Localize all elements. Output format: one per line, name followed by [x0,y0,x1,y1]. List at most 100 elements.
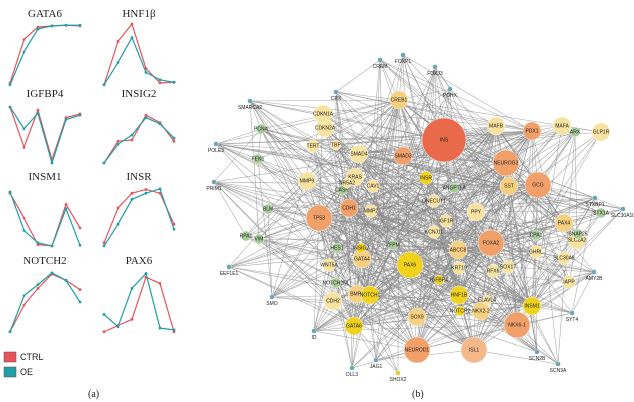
node-ghrl[interactable]: GHRL [529,245,543,259]
node-neurog3[interactable]: NEUROG3 [492,149,520,177]
node-blm[interactable]: BLM [262,203,274,215]
node-rfx6[interactable]: RFX6 [486,264,500,278]
node-snap25[interactable]: SNAP25 [568,228,588,240]
node-angptl8[interactable]: ANGPTL8 [443,182,466,194]
network-edge [312,145,353,369]
node-cdh2[interactable]: CDH2 [323,291,343,311]
node-cav1[interactable]: CAV1 [366,179,380,193]
node-mmp2[interactable]: MMP2 [364,204,379,218]
node-scn3a[interactable]: SCN3A [550,361,567,375]
gene-plot-title: INSR [126,171,152,183]
network-edge [348,207,394,246]
oe-line [9,24,80,85]
node-igf1r[interactable]: IGF1R [439,214,454,228]
node-rpa1[interactable]: RPA1 [240,230,253,242]
node-sox9[interactable]: SOX9 [407,307,427,327]
node-slc30a8[interactable]: SLC30A8 [553,251,575,265]
network-edge [260,128,533,307]
node-sst[interactable]: SST [499,176,519,196]
node-nkx2-2[interactable]: NKX2-2 [471,301,491,321]
node-mafa[interactable]: MAFA [552,116,572,136]
node-kcnj11[interactable]: KCNJ11 [425,225,443,239]
node-neurod1[interactable]: NEUROD1 [403,336,431,364]
node-insr[interactable]: INSR [419,171,433,185]
node-crx[interactable]: CRX [331,89,342,103]
node-cdh1[interactable]: CDH1 [339,198,359,218]
node-mafb[interactable]: MAFB [486,116,506,136]
node-eef1e1[interactable]: EEF1E1 [220,264,239,278]
node-hnf1b[interactable]: HNF1B [449,285,469,305]
gene-plot-6: INSR [102,171,176,248]
node-id[interactable]: ID [311,328,317,342]
node-smad3[interactable]: SMAD3 [393,146,413,166]
node-krt19[interactable]: KRT19 [451,261,467,275]
node-abcc8[interactable]: ABCC8 [448,240,468,260]
ctrl-point [64,202,68,206]
node-insig2[interactable]: INSIG2 [353,242,370,254]
network-edge [358,153,435,233]
node-pax4[interactable]: PAX4 [554,213,574,233]
node-foxa2[interactable]: FOXA2 [477,229,505,257]
node-label: GATA4 [354,257,370,263]
node-shox2[interactable]: SHOX2 [390,370,407,384]
node-smad4[interactable]: SMAD4 [349,144,369,164]
node-smarca2[interactable]: SMARCA2 [238,98,262,112]
node-amy2b[interactable]: AMY2B [586,269,604,283]
node-gcg[interactable]: GCG [524,171,552,199]
node-insm1[interactable]: INSM1 [522,296,542,316]
network-edge [473,251,537,351]
node-pdhx[interactable]: PDHX [443,86,458,100]
node-notch1[interactable]: NOTCH1 [360,285,381,305]
node-notch2[interactable]: NOTCH2 [450,305,471,317]
node-arx[interactable]: ARX [569,126,581,138]
node-iapp[interactable]: IAPP [562,275,576,289]
node-tbp[interactable]: TBP [330,139,342,151]
node-onecut1[interactable]: ONECUT1 [422,194,446,208]
node-stx1a[interactable]: STX1A [593,207,610,219]
node-pole3[interactable]: POLE3 [208,141,224,155]
node-stxbp1[interactable]: STXBP1 [585,195,605,209]
node-wnt5a[interactable]: WNT5A [320,258,338,272]
node-sox17[interactable]: SOX17 [500,260,516,274]
node-tp53[interactable]: TP53 [305,204,333,232]
node-foxj3[interactable]: FOXJ3 [427,64,443,78]
node-zfpm[interactable]: ZFPM [386,239,400,251]
network-edge [213,181,460,296]
node-syt4[interactable]: SYT4 [566,310,579,324]
node-tert[interactable]: TERT [306,139,320,153]
node-pax6[interactable]: PAX6 [396,251,424,279]
node-elavl4[interactable]: ELAVL4 [478,294,496,306]
node-slc30a10[interactable]: SLC30A10 [611,206,634,220]
node-isl1[interactable]: ISL1 [460,336,488,364]
node-fen1[interactable]: FEN1 [252,153,265,165]
node-foxp1[interactable]: FOXP1 [395,52,412,66]
node-crem[interactable]: CREM [373,57,388,71]
network-edge [531,208,624,307]
node-pcna[interactable]: PCNA [254,123,269,135]
node-jag1[interactable]: JAG1 [370,357,383,371]
node-nkx6-1[interactable]: NKX6-1 [503,311,531,339]
node-ppy[interactable]: PPY [466,202,486,222]
node-prim1[interactable]: PRIM1 [206,179,222,193]
node-smo[interactable]: SMO [266,294,278,308]
ctrl-line [9,192,81,247]
node-scn2b[interactable]: SCN2B [529,349,546,363]
node-dll3[interactable]: DLL3 [346,365,358,379]
node-glp1r[interactable]: GLP1R [591,122,611,142]
node-label: PAX4 [558,221,571,227]
node-cpa1[interactable]: CPA1 [530,229,543,241]
node-nr5a2[interactable]: NR5A2 [339,177,355,189]
node-igfbp4[interactable]: IGFBP4 [430,274,448,286]
node-creb1[interactable]: CREB1 [389,90,409,110]
node-label: SCN2B [529,356,546,362]
node-vim[interactable]: VIM [253,233,265,245]
node-pdx1[interactable]: PDX1 [522,121,542,141]
node-circle [403,336,431,364]
node-cdkn1a[interactable]: CDKN1A [313,104,334,124]
node-ins[interactable]: INS [421,117,467,163]
network-edge [457,125,497,251]
node-gata6[interactable]: GATA6 [344,316,364,336]
node-notch2nl[interactable]: NOTCH2NL [323,277,350,289]
node-hes1[interactable]: HES1 [330,242,344,254]
node-mmp9[interactable]: MMP9 [297,171,317,191]
